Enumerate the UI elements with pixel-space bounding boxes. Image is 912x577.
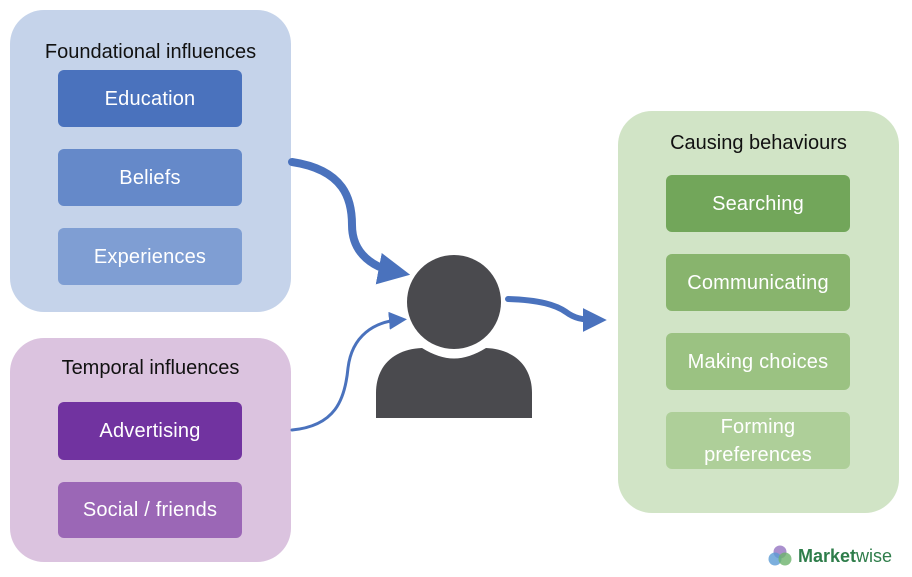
social-friends-box: Social / friends: [58, 482, 242, 538]
temporal-to-person-arrow: [290, 311, 407, 432]
advertising-box: Advertising: [58, 402, 242, 460]
marketwise-wordmark: Marketwise: [798, 546, 892, 567]
marketwise-brand: Marketwise: [766, 542, 892, 570]
temporal-influences-title: Temporal influences: [61, 357, 240, 379]
person-icon: [376, 255, 532, 418]
temporal-influences-panel: Temporal influences Advertising Social /…: [10, 338, 291, 562]
communicating-box: Communicating: [666, 254, 850, 311]
marketwise-logo-icon: [768, 545, 792, 566]
searching-box: Searching: [666, 175, 850, 232]
causing-behaviours-title: Causing behaviours: [670, 132, 847, 154]
foundational-influences-panel: Foundational influences Education Belief…: [10, 10, 291, 312]
causing-behaviours-panel: Causing behaviours Searching Communicati…: [618, 111, 899, 513]
education-box: Education: [58, 70, 242, 127]
brand-name-bold: Market: [798, 545, 857, 566]
person-to-behaviours-arrow: [505, 296, 607, 332]
beliefs-box: Beliefs: [58, 149, 242, 206]
foundational-influences-title: Foundational influences: [44, 41, 257, 63]
forming-preferences-box: Forming preferences: [666, 412, 850, 469]
experiences-box: Experiences: [58, 228, 242, 285]
brand-name-light: wise: [856, 545, 893, 566]
foundational-to-person-arrow: [288, 158, 411, 285]
making-choices-box: Making choices: [666, 333, 850, 390]
